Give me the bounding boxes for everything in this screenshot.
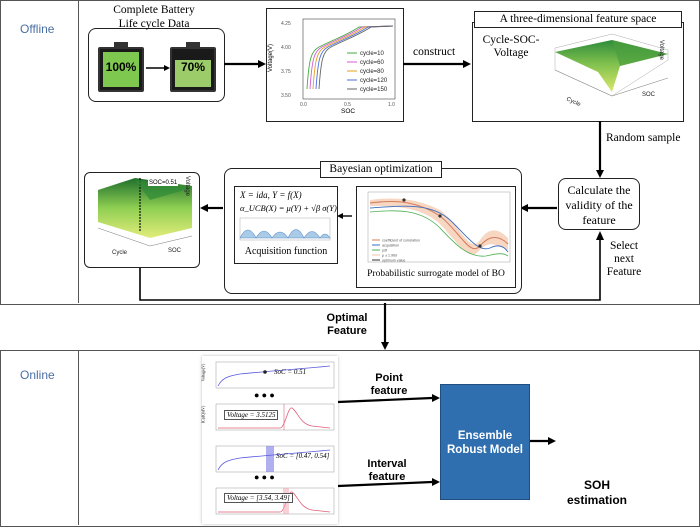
interval-soc-label: SoC = [0.47, 0.54] <box>276 452 330 460</box>
surrogate-legend-label: optimum value <box>382 259 405 263</box>
validity-line1: Calculate the <box>567 183 631 197</box>
interval-line1: Interval <box>367 458 407 470</box>
battery-title-line2: Life cycle Data <box>118 18 190 30</box>
feature-axis-voltage: Voltage <box>658 40 664 61</box>
online-dots-top: ● ● ● <box>254 390 275 400</box>
result-axis-voltage: Voltage <box>184 176 190 197</box>
battery-full-icon: 100% <box>98 42 144 92</box>
validity-line2: validity of the <box>565 198 633 212</box>
validity-box: Calculate the validity of the feature <box>558 178 640 230</box>
voltage-curve-svg: 4.25 4.00 3.75 3.50 0.0 0.5 1.0 cycle=10 cycle=… <box>281 18 396 108</box>
ensemble-line2: Robust Model <box>446 444 524 456</box>
acquisition-label: Acquisition function <box>244 246 328 257</box>
point-voltage-label: Voltage = 3.5125 <box>224 410 279 420</box>
ensemble-model-box: Ensemble Robust Model <box>440 384 530 500</box>
point-feature-label: Point feature <box>366 372 412 398</box>
voltage-plot-xlabel: SOC <box>341 108 356 115</box>
select-line3: Feature <box>606 266 642 278</box>
feature-inner-line2: Voltage <box>493 47 529 59</box>
voltage-curve-line <box>315 25 394 90</box>
surrogate-legend-label: acquisition <box>382 244 399 248</box>
voltage-curve-line <box>306 25 394 90</box>
optimal-feature-label: Optimal Feature <box>316 312 378 338</box>
battery-partial-icon: 70% <box>170 42 216 92</box>
soh-line1: SOH <box>583 478 610 492</box>
offline-stage-label: Offline <box>20 22 55 36</box>
result-axis-cycle: Cycle <box>112 250 128 256</box>
voltage-legend-label: cycle=150 <box>360 87 388 93</box>
feature-inner-line1: Cycle-SOC- <box>482 34 540 46</box>
result-axis-soc: SOC <box>168 248 182 254</box>
voltage-xtick: 1.0 <box>388 102 395 108</box>
soh-line2: estimation <box>566 493 627 507</box>
online-dots-bottom: ● ● ● <box>254 472 275 482</box>
feature-axis-soc: SOC <box>642 92 656 98</box>
construct-label: construct <box>413 46 456 58</box>
optimal-line2: Feature <box>327 325 367 337</box>
feature-space-inner-label: Cycle-SOC- Voltage <box>481 34 541 60</box>
voltage-legend-label: cycle=120 <box>360 78 388 84</box>
interval-voltage-label: Voltage = [3.54, 3.49] <box>224 493 293 503</box>
surrogate-label: Probabilistic surrogate model of BO <box>367 269 505 279</box>
interval-feature-label: Interval feature <box>362 458 412 484</box>
online-panel <box>0 350 700 527</box>
voltage-legend-label: cycle=80 <box>360 69 385 75</box>
online-stage-label: Online <box>20 368 55 382</box>
voltage-ytick: 3.50 <box>281 93 291 99</box>
voltage-ytick: 4.25 <box>281 21 291 27</box>
bayes-title: Bayesian optimization <box>320 161 442 178</box>
optimal-line1: Optimal <box>326 312 368 324</box>
voltage-legend-label: cycle=10 <box>360 51 385 57</box>
voltage-ytick: 3.75 <box>281 69 291 75</box>
voltage-curve-line <box>318 25 394 90</box>
acq-eq2: α_UCB(X) = μ(Y) + √β σ(Y) <box>240 203 337 213</box>
result-soc-tag: SOC=0.51 <box>148 180 179 186</box>
voltage-ytick: 4.00 <box>281 45 291 51</box>
interval-line2: feature <box>368 471 406 483</box>
battery-full-label: 100% <box>105 60 137 74</box>
point-line1: Point <box>375 372 403 384</box>
voltage-curve-line <box>312 25 394 90</box>
ensemble-line1: Ensemble <box>457 430 513 442</box>
voltage-xtick: 0.0 <box>300 102 307 108</box>
battery-data-title: Complete Battery Life cycle Data <box>100 3 208 33</box>
point-soc-label: SoC = 0.51 <box>274 368 307 376</box>
offline-divider <box>78 0 79 303</box>
online-divider <box>78 350 79 525</box>
select-next-feature-label: Select next Feature <box>604 240 644 279</box>
surrogate-legend-label: pdf <box>382 249 387 253</box>
voltage-legend-label: cycle=60 <box>360 60 385 66</box>
battery-title-line1: Complete Battery <box>113 4 195 16</box>
point-line2: feature <box>370 385 408 397</box>
feature-space-box <box>472 22 684 122</box>
surrogate-legend-label: coefficient of correlation <box>382 239 420 243</box>
validity-line3: feature <box>582 213 616 227</box>
voltage-xtick: 0.5 <box>344 102 351 108</box>
soh-estimation-label: SOH estimation <box>564 478 630 508</box>
select-line1: Select <box>609 240 639 252</box>
surrogate-legend-label: μ ± 1.96σ <box>382 254 398 258</box>
battery-partial-label: 70% <box>180 60 206 74</box>
voltage-curve-plot: 4.25 4.00 3.75 3.50 0.0 0.5 1.0 cycle=10 cycle=… <box>266 8 404 122</box>
acq-eq1: X = ida, Y = f(X) <box>240 190 302 200</box>
feature-space-title: A three-dimensional feature space <box>474 11 682 28</box>
voltage-curve-line <box>309 25 394 90</box>
random-sample-label: Random sample <box>606 132 681 144</box>
select-line2: next <box>614 253 634 265</box>
